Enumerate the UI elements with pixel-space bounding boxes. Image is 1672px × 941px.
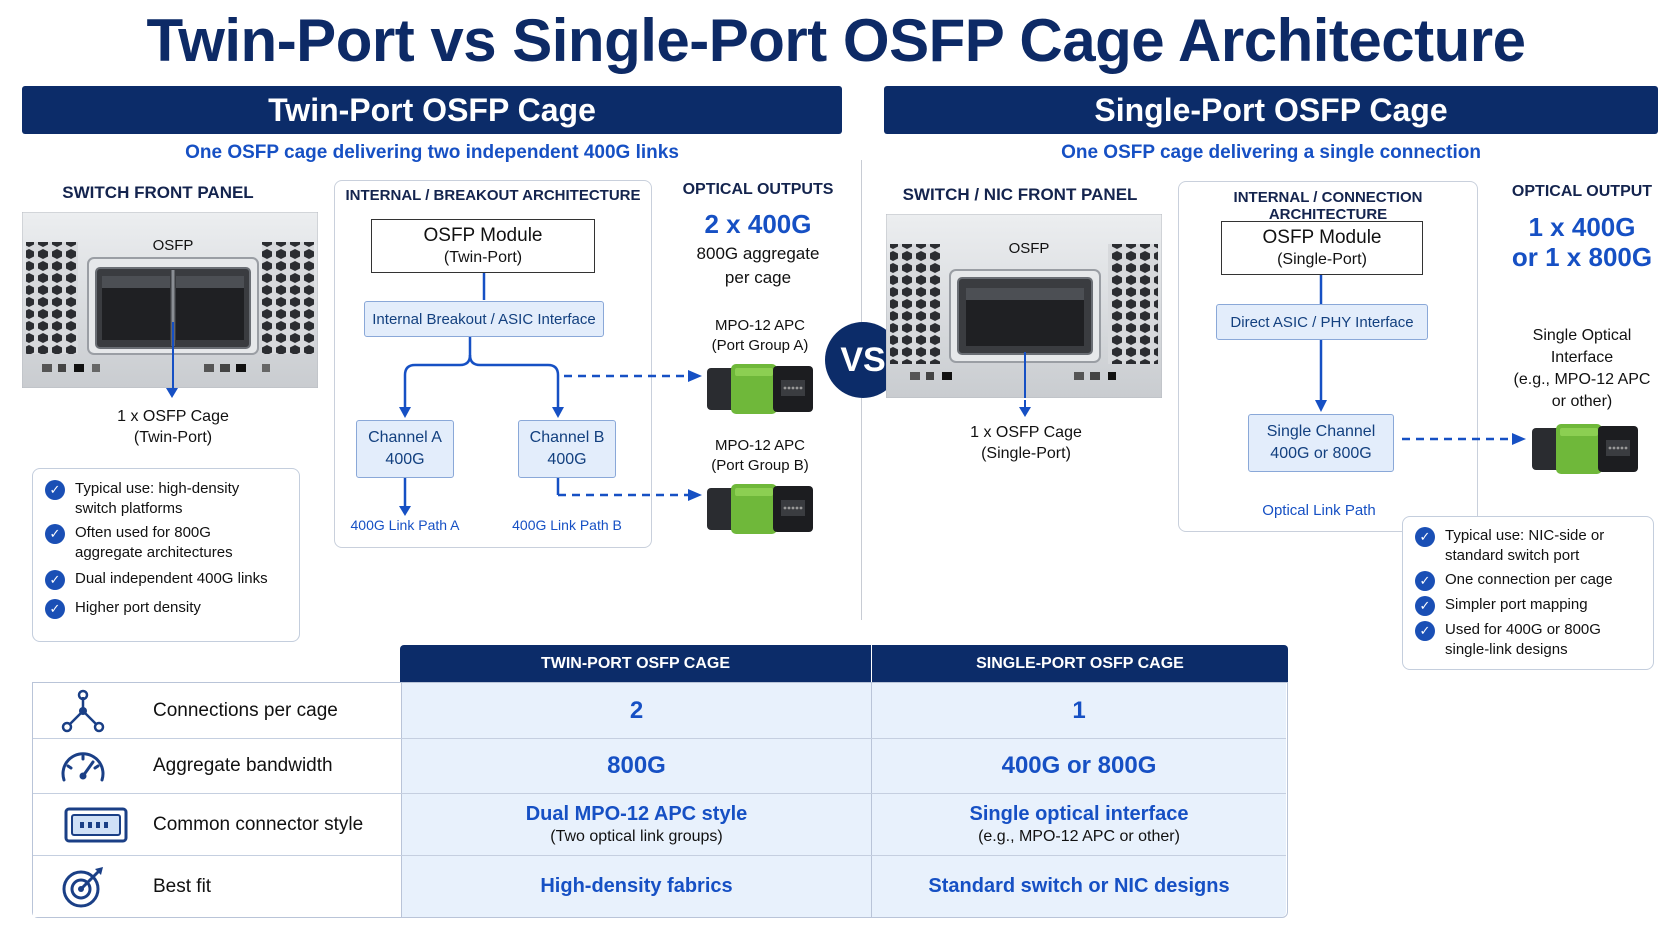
row-label: Common connector style	[153, 813, 364, 835]
optical-outputs-label: OPTICAL OUTPUTS	[682, 181, 834, 198]
twin-value: High-density fabrics	[540, 875, 733, 897]
table-header-single: SINGLE-PORT OSFP CAGE	[872, 645, 1288, 683]
direct-asic-phy-interface: Direct ASIC / PHY Interface	[1216, 304, 1428, 340]
speedometer-icon	[61, 752, 105, 782]
single-cage-caption: 1 x OSFP Cage(Single-Port)	[970, 424, 1082, 462]
twin-subvalue: (Two optical link groups)	[550, 828, 723, 845]
breakout-flow-lines	[399, 273, 702, 516]
single-subvalue: (e.g., MPO-12 APC or other)	[978, 828, 1180, 845]
single-optical-connector-icon	[1532, 424, 1638, 474]
single-value: Standard switch or NIC designs	[928, 875, 1230, 897]
row-label: Connections per cage	[153, 699, 338, 721]
twin-port-front-panel	[22, 212, 318, 388]
single-osfp-module: OSFP Module(Single-Port)	[1221, 221, 1423, 275]
check-icon: ✓	[1415, 621, 1435, 641]
twin-port-banner: Twin-Port OSFP Cage	[22, 86, 842, 134]
mpo-connector-b-icon	[707, 484, 813, 534]
link-path-a-label: 400G Link Path A	[350, 517, 460, 533]
check-icon: ✓	[45, 599, 65, 619]
connection-architecture-label: INTERNAL / CONNECTION ARCHITECTURE	[1233, 189, 1423, 223]
table-header-twin: TWIN-PORT OSFP CAGE	[400, 645, 872, 683]
table-row: Common connector style Dual MPO-12 APC s…	[33, 794, 1286, 856]
bullet-item: ✓Simpler port mapping	[1415, 595, 1641, 616]
breakout-architecture-label: INTERNAL / BREAKOUT ARCHITECTURE	[345, 187, 641, 204]
bullet-item: ✓One connection per cage	[1415, 570, 1641, 591]
mpo-connector-a-icon	[707, 364, 813, 414]
twin-value: Dual MPO-12 APC style	[525, 803, 748, 825]
check-icon: ✓	[45, 524, 65, 544]
twin-osfp-module: OSFP Module(Twin-Port)	[371, 219, 595, 273]
page-title: Twin-Port vs Single-Port OSFP Cage Archi…	[146, 7, 1526, 74]
single-cage-arrow-icon	[1019, 400, 1031, 417]
twin-cage-arrow-icon	[166, 388, 178, 398]
network-nodes-icon	[61, 689, 105, 732]
target-icon	[62, 866, 103, 907]
twin-value: 800G	[607, 752, 666, 779]
check-icon: ✓	[1415, 527, 1435, 547]
connector-b-label: MPO-12 APC(Port Group B)	[711, 437, 809, 474]
single-value: Single optical interface	[969, 803, 1189, 825]
twin-cage-caption: 1 x OSFP Cage(Twin-Port)	[117, 408, 229, 446]
check-icon: ✓	[1415, 596, 1435, 616]
single-port-subtitle: One OSFP cage delivering a single connec…	[1061, 142, 1481, 163]
twin-value: 2	[629, 696, 644, 724]
switch-front-panel-label: SWITCH FRONT PANEL	[62, 183, 254, 202]
connection-flow-lines	[1315, 275, 1526, 445]
check-icon: ✓	[1415, 571, 1435, 591]
table-row: Best fit High-density fabrics Standard s…	[33, 856, 1286, 917]
link-path-b-label: 400G Link Path B	[512, 517, 622, 533]
optical-output-label: OPTICAL OUTPUT	[1511, 183, 1653, 200]
table-row: Connections per cage 2 1	[33, 683, 1286, 739]
row-label: Aggregate bandwidth	[153, 755, 333, 776]
single-osfp-port-label: OSFP	[1008, 240, 1050, 257]
twin-port-subtitle: One OSFP cage delivering two independent…	[185, 142, 679, 163]
switch-nic-front-panel-label: SWITCH / NIC FRONT PANEL	[902, 185, 1138, 204]
check-icon: ✓	[45, 570, 65, 590]
single-port-front-panel	[886, 214, 1162, 398]
single-value: 400G or 800G	[1001, 752, 1157, 779]
internal-breakout-interface: Internal Breakout / ASIC Interface	[364, 301, 604, 337]
single-port-banner: Single-Port OSFP Cage	[884, 86, 1658, 134]
connector-port-icon	[64, 807, 128, 842]
bullet-item: ✓Higher port density	[45, 598, 287, 619]
row-label: Best fit	[153, 875, 212, 897]
bullet-item: ✓Dual independent 400G links	[45, 569, 287, 590]
check-icon: ✓	[45, 480, 65, 500]
optical-link-path-label: Optical Link Path	[1262, 502, 1376, 519]
single-value: 1	[1072, 696, 1086, 724]
connector-a-label: MPO-12 APC(Port Group A)	[711, 317, 809, 354]
table-body: Connections per cage 2 1 Aggregate bandw…	[32, 682, 1288, 918]
twin-output-value: 2 x 400G	[704, 209, 812, 239]
table-row: Aggregate bandwidth 800G 400G or 800G	[33, 739, 1286, 794]
twin-osfp-port-label: OSFP	[152, 237, 194, 254]
